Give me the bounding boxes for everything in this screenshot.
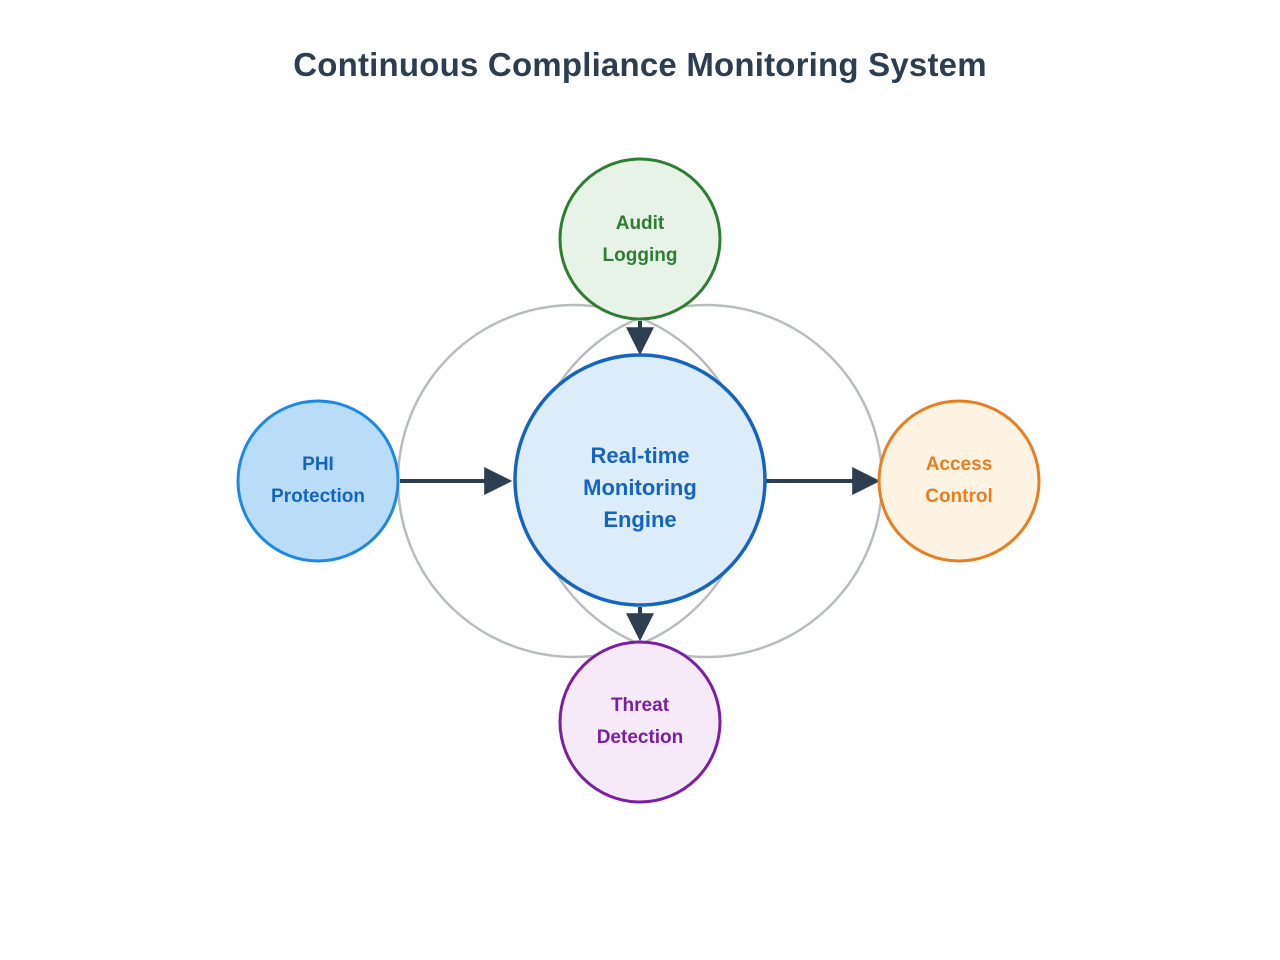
access-control-node-circle [877,399,1041,563]
realtime-monitoring-engine-node-circle [513,353,767,607]
page-title: Continuous Compliance Monitoring System [293,46,987,83]
phi-protection-node-circle [236,399,400,563]
audit-logging-node-circle [558,157,722,321]
threat-detection-node-circle [558,640,722,804]
